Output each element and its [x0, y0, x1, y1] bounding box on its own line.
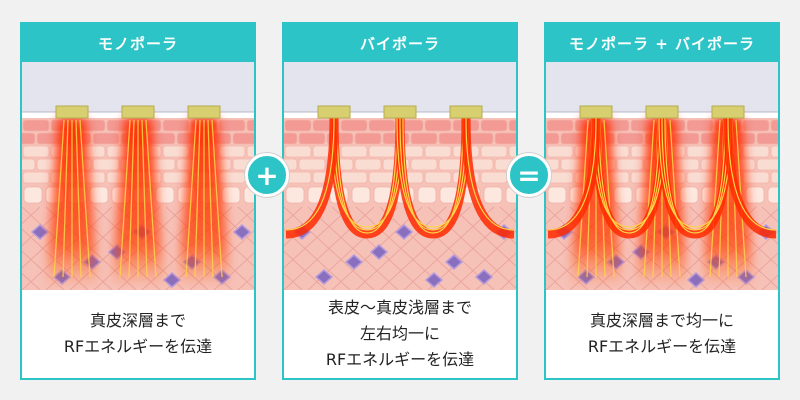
electrode-pad — [187, 105, 221, 119]
panel-caption: 表皮～真皮浅層まで 左右均一に RFエネルギーを伝達 — [284, 290, 516, 378]
panel-caption: 真皮深層まで RFエネルギーを伝達 — [22, 290, 254, 378]
cell-diamond — [444, 254, 464, 270]
skin-illustration — [284, 62, 516, 290]
panel-title: モノポーラ — [22, 24, 254, 62]
caption-line: 表皮～真皮浅層まで — [327, 298, 472, 317]
cell-diamond — [30, 224, 50, 240]
electrode-pad — [317, 105, 351, 119]
panel-mono-bipolar: モノポーラ + バイポーラ 真皮深層まで均一に RFエネルギーを伝達 — [544, 22, 780, 380]
cell-diamond — [474, 269, 494, 285]
caption-line: RFエネルギーを伝達 — [587, 337, 737, 356]
caption-line: 真皮深層まで — [89, 311, 186, 330]
electrode-pad — [711, 105, 745, 119]
panel-monopolar: モノポーラ 真皮深層まで RFエネルギーを伝達 — [20, 22, 256, 380]
electrode-pad — [645, 105, 679, 119]
caption-line: 左右均一に — [359, 324, 440, 343]
cell-diamond — [686, 272, 706, 288]
electrode-pad — [579, 105, 613, 119]
cell-diamond — [232, 224, 252, 240]
skin-illustration — [22, 62, 254, 290]
cell-diamond — [344, 254, 364, 270]
caption-line: RFエネルギーを伝達 — [63, 337, 213, 356]
cell-diamond — [424, 272, 444, 288]
device-plate — [546, 62, 778, 112]
panel-caption: 真皮深層まで均一に RFエネルギーを伝達 — [546, 290, 778, 378]
device-plate — [22, 62, 254, 112]
equals-operator: = — [507, 153, 551, 197]
panel-bipolar: バイポーラ 表皮～真皮浅層まで 左右均一に RFエネルギーを伝達 — [282, 22, 518, 380]
cell-diamond — [394, 224, 414, 240]
panel-title: バイポーラ — [284, 24, 516, 62]
cell-diamond — [369, 244, 389, 260]
panel-title: モノポーラ + バイポーラ — [546, 24, 778, 62]
caption-line: RFエネルギーを伝達 — [325, 350, 475, 369]
caption-line: 真皮深層まで均一に — [589, 311, 734, 330]
cell-diamond — [314, 269, 334, 285]
electrode-pad — [449, 105, 483, 119]
plus-operator: + — [245, 153, 289, 197]
skin-illustration — [546, 62, 778, 290]
device-plate — [284, 62, 516, 112]
cell-diamond — [162, 272, 182, 288]
electrode-pad — [121, 105, 155, 119]
electrode-pad — [383, 105, 417, 119]
electrode-pad — [55, 105, 89, 119]
